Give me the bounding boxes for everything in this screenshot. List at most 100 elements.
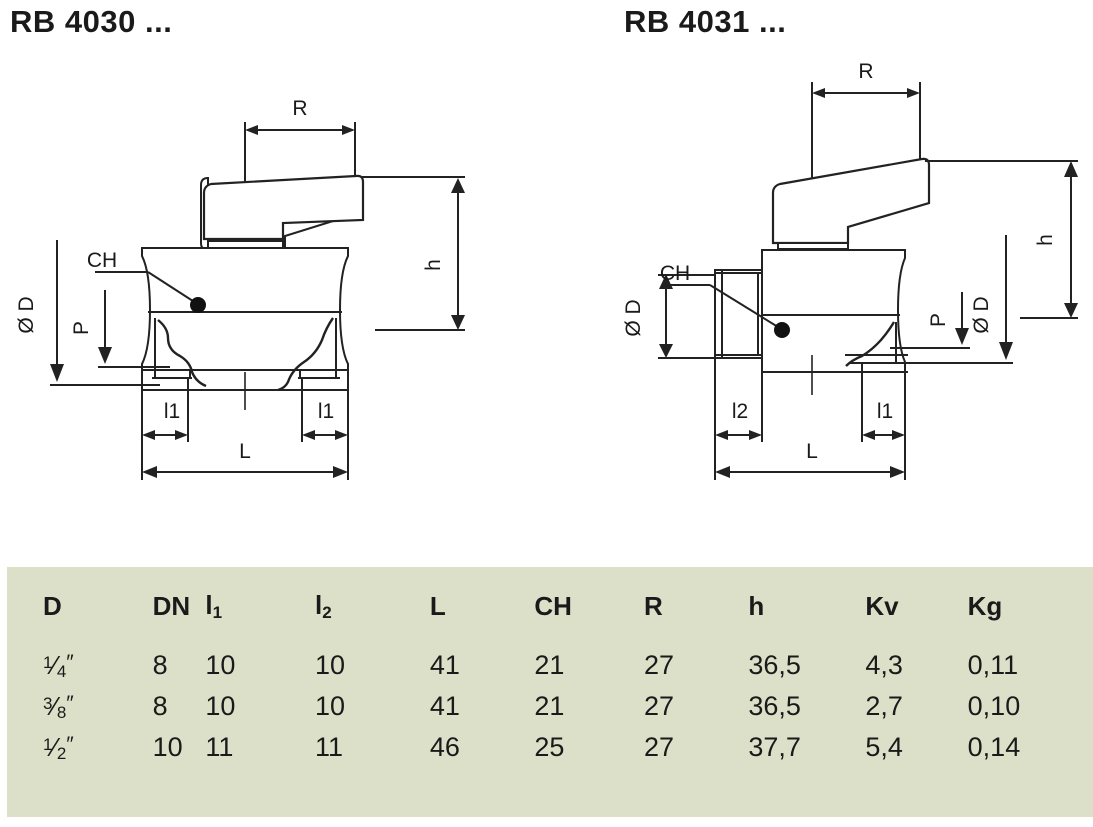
- label-ch: CH: [87, 249, 117, 272]
- cell-kg: 0,11: [967, 650, 1019, 680]
- l-arrow-right: [333, 466, 348, 478]
- cell-h: 37,7: [748, 732, 801, 762]
- l1-right-arrow-b: [335, 430, 348, 440]
- cell-l: 41: [429, 650, 460, 680]
- handle-stem-plate: [777, 242, 849, 250]
- cell-kg: 0,14: [967, 732, 1021, 762]
- label-h: h: [1034, 234, 1057, 246]
- column-header-h: h: [748, 590, 765, 621]
- label-h: h: [422, 259, 445, 271]
- l2-arrow-a: [715, 430, 728, 440]
- column-header-l: L: [429, 590, 446, 621]
- valve-body-outline: [761, 249, 906, 373]
- l1-arrow-b: [892, 430, 905, 440]
- r-arrow-left: [245, 125, 258, 135]
- page-title-right: RB 4031 ...: [624, 4, 787, 39]
- label-l: L: [239, 440, 251, 463]
- section-break-right: [845, 321, 896, 367]
- label-od-left: Ø D: [622, 299, 645, 336]
- technical-drawing-rb4031: R h CH Ø D P Ø D l2 l1 L: [600, 60, 1093, 520]
- ch-leader-diagonal: [147, 271, 197, 304]
- label-l1-right: l1: [318, 400, 334, 423]
- section-break-right: [277, 317, 334, 392]
- h-arrow-top: [1064, 161, 1078, 177]
- cell-l: 46: [429, 732, 460, 762]
- l1-left-arrow-b: [175, 430, 188, 440]
- label-l2: l2: [732, 400, 748, 423]
- cell-r: 27: [643, 650, 674, 680]
- cell-kv: 2,7: [865, 691, 903, 721]
- cell-h: 36,5: [748, 691, 801, 721]
- size-fraction: 1⁄4″: [43, 650, 74, 681]
- label-od-right: Ø D: [970, 296, 993, 333]
- technical-drawing-rb4030: R h CH Ø D P l1 l1 L: [0, 60, 520, 520]
- handle-lever: [202, 174, 365, 241]
- label-l1-left: l1: [164, 400, 180, 423]
- p-arrow: [98, 347, 112, 364]
- cell-h: 36,5: [748, 650, 801, 680]
- od-left-arrow-bottom: [659, 344, 673, 358]
- column-header-kv: Kv: [865, 590, 899, 621]
- page-title-left: RB 4030 ...: [10, 4, 173, 39]
- l2-arrow-b: [749, 430, 762, 440]
- cell-ch: 21: [534, 691, 565, 721]
- size-fraction: 1⁄2″: [43, 732, 74, 763]
- l1-left-arrow-a: [142, 430, 155, 440]
- label-p: P: [927, 313, 950, 327]
- cell-d: 1⁄2″: [7, 727, 117, 768]
- cell-l1: 10: [205, 650, 236, 680]
- cell-dn: 8: [152, 650, 168, 680]
- ch-leader-diagonal: [709, 284, 779, 328]
- od-right-arrow: [999, 342, 1013, 360]
- label-l: L: [806, 440, 818, 463]
- h-arrow-top: [451, 178, 465, 193]
- cell-l1: 10: [205, 691, 236, 721]
- cell-r: 27: [643, 691, 674, 721]
- label-od: Ø D: [15, 296, 38, 333]
- r-arrow-left: [812, 88, 825, 98]
- cell-dn: 10: [152, 732, 183, 762]
- table-row: 1⁄4″ 8 10 10 41 21 27 36,5 4,3 0,11: [7, 645, 1093, 686]
- column-header-l2: l2: [315, 589, 332, 622]
- column-header-d: D: [43, 590, 62, 621]
- h-arrow-bottom: [451, 315, 465, 330]
- cell-kv: 5,4: [865, 732, 903, 762]
- handle-stem-plate: [207, 240, 284, 249]
- table-body: 1⁄4″ 8 10 10 41 21 27 36,5 4,3 0,11 3⁄8″ 8 10 10 41 21 2…: [7, 645, 1093, 768]
- cell-dn: 8: [152, 691, 168, 721]
- cell-l1: 11: [205, 732, 234, 762]
- od-arrow: [50, 364, 64, 382]
- column-header-kg: Kg: [967, 590, 1003, 621]
- r-arrow-right: [907, 88, 920, 98]
- cell-l: 41: [429, 691, 460, 721]
- h-arrow-bottom: [1064, 303, 1078, 318]
- handle-lever: [771, 157, 931, 245]
- label-r: R: [292, 97, 307, 120]
- label-ch: CH: [660, 262, 690, 285]
- p-arrow: [955, 328, 969, 345]
- cell-ch: 25: [534, 732, 565, 762]
- cell-l2: 10: [315, 650, 346, 680]
- r-arrow-right: [342, 125, 355, 135]
- l-arrow-left: [715, 466, 730, 478]
- label-p: P: [70, 321, 93, 335]
- cell-r: 27: [643, 732, 674, 762]
- l-arrow-right: [890, 466, 905, 478]
- l1-arrow-a: [862, 430, 875, 440]
- valve-body-outline: [141, 247, 349, 391]
- cell-d: 1⁄4″: [7, 645, 117, 686]
- size-fraction: 3⁄8″: [43, 691, 74, 722]
- cell-ch: 21: [534, 650, 565, 680]
- column-header-ch: CH: [534, 590, 572, 621]
- cell-d: 3⁄8″: [7, 686, 117, 727]
- column-header-dn: DN: [152, 590, 191, 621]
- label-r: R: [858, 60, 873, 83]
- od-left-arrow-top: [659, 274, 673, 289]
- cell-kv: 4,3: [865, 650, 903, 680]
- cell-l2: 10: [315, 691, 346, 721]
